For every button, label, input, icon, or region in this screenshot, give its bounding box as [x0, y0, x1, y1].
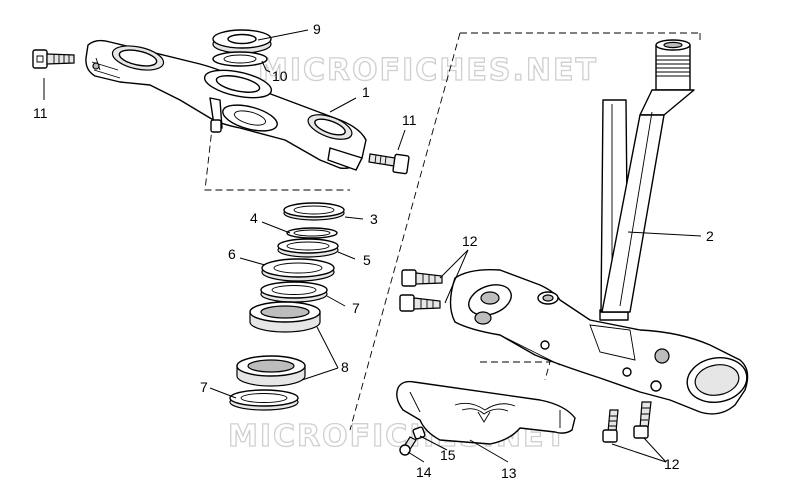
- pin-part-15: [412, 426, 426, 440]
- callout-7-lower: 7: [200, 379, 208, 395]
- callout-12-upper: 12: [462, 233, 478, 249]
- bolt-part-12-lower-right: [633, 401, 652, 439]
- bearing-part-8-lower: [236, 355, 306, 387]
- callout-11-right: 11: [402, 112, 417, 128]
- steering-stem-part: [599, 39, 695, 321]
- callout-3: 3: [370, 211, 378, 227]
- bolt-part-11-right: [368, 153, 410, 175]
- callout-11-left: 11: [33, 105, 48, 121]
- callout-14: 14: [416, 464, 432, 480]
- bolt-part-12-lower-left: [602, 409, 619, 443]
- steering-cover-part: [396, 380, 576, 445]
- callout-5: 5: [363, 252, 371, 268]
- callout-9: 9: [313, 21, 321, 37]
- callout-15: 15: [440, 447, 456, 463]
- seal-ring-part-4: [286, 227, 338, 239]
- callout-labels: 1 2 3 4 5 6 7 7 8 9 10 11 11 12 12 13 14…: [33, 21, 714, 481]
- lower-triple-clamp-part: [449, 268, 749, 415]
- washer-part-10: [212, 51, 268, 67]
- watermark-top: MICROFICHES.NET: [258, 53, 598, 88]
- assembly-guide-lines: [204, 32, 701, 431]
- callout-8: 8: [341, 359, 349, 375]
- upper-triple-clamp-part: [85, 39, 367, 171]
- bearing-part-8-upper: [249, 301, 321, 333]
- bearing-ring-part-5: [277, 238, 339, 258]
- callout-13: 13: [501, 465, 517, 481]
- leader-lines: [43, 29, 702, 463]
- callout-2: 2: [706, 228, 714, 244]
- bolt-part-12-upper: [401, 269, 443, 287]
- callout-1: 1: [362, 84, 370, 100]
- bolt-part-12-middle: [399, 294, 441, 312]
- callout-6: 6: [228, 246, 236, 262]
- spacer-ring-part-6: [261, 258, 335, 282]
- bolt-part-11-left: [32, 49, 75, 69]
- steering-nut-part: [212, 29, 272, 54]
- eagle-emblem-icon: [454, 402, 516, 423]
- seal-part-7-lower: [229, 389, 299, 411]
- callout-7-upper: 7: [352, 300, 360, 316]
- callout-12-lower: 12: [664, 456, 680, 472]
- bearing-ring-part-3: [283, 202, 345, 221]
- callout-10: 10: [272, 68, 288, 84]
- seal-part-7-upper: [260, 281, 328, 303]
- callout-4: 4: [250, 210, 258, 226]
- screw-part-14: [399, 436, 417, 456]
